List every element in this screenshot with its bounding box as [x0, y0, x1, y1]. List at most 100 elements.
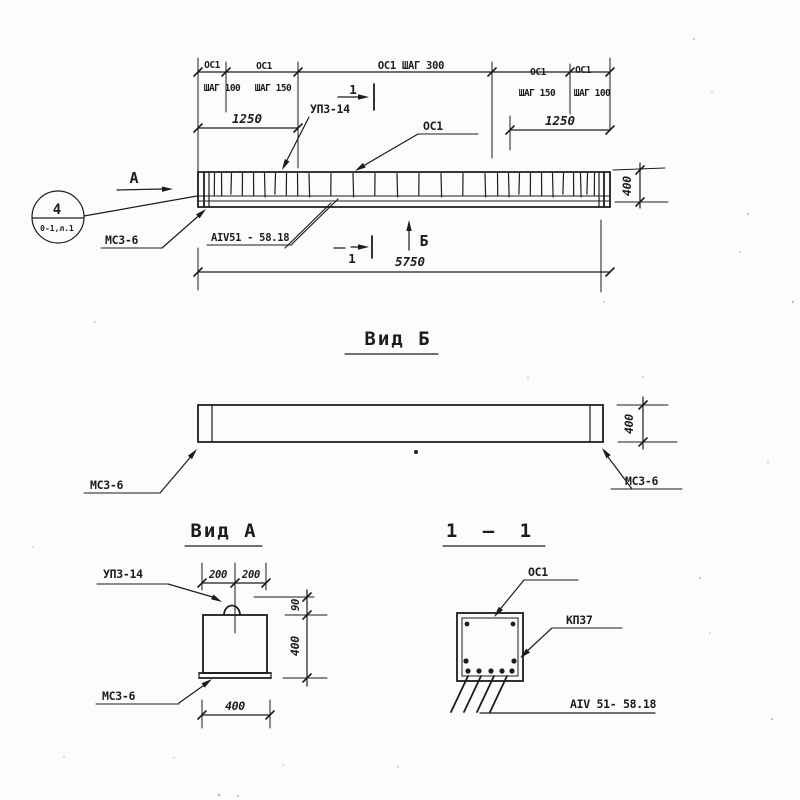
label-text: КП37 [566, 613, 593, 627]
label-text: МС3-6 [90, 478, 123, 492]
label-ups-14-view-a: УПЗ-14 [96, 567, 222, 602]
section-body [456, 612, 524, 682]
rebar-leader [463, 675, 482, 713]
dim-1250-left: 1250 [193, 111, 303, 133]
paper-speckle [767, 461, 769, 463]
paper-speckle [693, 38, 695, 40]
dim-400-view-b: 400 [616, 396, 678, 450]
surface-mark [414, 450, 418, 454]
arrowhead [201, 679, 212, 688]
label-text: УПЗ-14 [310, 102, 350, 116]
paper-speckle [709, 632, 711, 634]
rebar-leader [476, 675, 495, 713]
dim-tick [261, 578, 271, 588]
dim-tick [635, 165, 645, 175]
label-text: МС3-6 [105, 233, 138, 247]
arrowhead [355, 162, 366, 171]
stirrup-tick [352, 172, 355, 198]
arrowhead [187, 449, 197, 460]
paper-speckle [603, 301, 605, 303]
rebar-dot [510, 621, 516, 627]
dim-tick [221, 67, 231, 77]
leader-line [284, 202, 332, 249]
view-arrow-letter: А [129, 169, 138, 187]
dim-400-width: 400 [197, 699, 275, 729]
dim-value: 1250 [232, 111, 262, 126]
label-text: ОС1 [423, 119, 443, 133]
paper-speckle [791, 300, 795, 304]
arrowhead [196, 209, 206, 219]
rebar-dot [464, 621, 470, 627]
label-ms3-6: МС3-6 [100, 209, 206, 249]
stirrup-tick [440, 172, 443, 198]
view-arrow-line [116, 188, 165, 191]
dim-tick [565, 67, 575, 77]
paper-speckle [770, 717, 774, 721]
stirrup-tick [274, 172, 277, 195]
leader-line [83, 195, 198, 217]
rebar-dot [488, 668, 494, 674]
paper-speckle [217, 793, 221, 797]
pitch-label: ОС1 [204, 60, 220, 71]
stirrup-tick [263, 172, 266, 198]
paper-speckle [63, 756, 65, 758]
paper-speckle [282, 764, 284, 766]
label-text: АIV 51- 58.18 [570, 697, 656, 711]
leader-line [161, 211, 204, 249]
callout-note: 0-1,л.1 [40, 224, 74, 233]
dim-tick [193, 123, 203, 133]
paper-speckle [32, 546, 34, 548]
arrowhead [602, 448, 611, 459]
stirrup-tick [230, 172, 233, 195]
pitch-label: ОС1 ШАГ 300 [378, 60, 444, 72]
label-text: МС3-6 [625, 474, 658, 488]
dim-tick [230, 578, 240, 588]
arrowhead [282, 159, 290, 170]
view-b-beam [197, 404, 604, 454]
view-a-title: Вид А [184, 520, 263, 547]
label-ms3-6-view-a: МС3-6 [95, 679, 212, 705]
rebar-dot [499, 668, 505, 674]
dim-400-elevation: 400 [612, 162, 669, 209]
view-arrow-letter: Б [419, 232, 428, 250]
view-b-title: Вид Б [344, 328, 439, 355]
paper-speckle [173, 757, 175, 759]
dim-tick [635, 197, 645, 207]
dim-value: 1250 [545, 113, 575, 128]
dim-tick [638, 400, 648, 410]
extension-line [612, 167, 666, 171]
view-arrow-a: А [116, 169, 173, 192]
dim-tick [487, 67, 497, 77]
paper-speckle [699, 577, 701, 579]
label-ms3-6-right: МС3-6 [602, 448, 683, 490]
dim-tick [293, 67, 303, 77]
leader-line [291, 198, 339, 245]
label-rebar-aiv-section: АIV 51- 58.18 [450, 675, 657, 714]
stirrup-tick [484, 172, 487, 198]
section-mark-label: 1 [349, 82, 357, 97]
stirrup-hatching [213, 172, 596, 198]
beam-body [197, 171, 611, 208]
label-text: УПЗ-14 [103, 567, 143, 581]
leader-line [159, 452, 195, 494]
dim-400-height: 400 [282, 614, 328, 687]
view-title: Вид А [190, 520, 257, 542]
arrowhead [211, 594, 222, 602]
label-text: МС3-6 [102, 689, 135, 703]
paper-speckle [739, 251, 741, 253]
dim-tick [193, 267, 203, 277]
dim-tick [302, 673, 312, 683]
stirrup-tick [507, 172, 510, 198]
dim-value: 5750 [395, 254, 425, 269]
lifting-loop [223, 604, 241, 616]
dim-200-200: 200 200 [197, 562, 271, 634]
section-mark-label: 1 [348, 251, 356, 266]
dim-tick [605, 67, 615, 77]
beam-elevation-view: ОС1 ШАГ 100 ОС1 ШАГ 150 ОС1 ШАГ 300 ОС1 … [31, 57, 669, 293]
label-ups-14: УПЗ-14 [282, 102, 350, 170]
rebar-dot [476, 668, 482, 674]
dim-tick [197, 578, 207, 588]
dim-5750: 5750 [193, 219, 615, 293]
paper-speckles [32, 38, 795, 797]
